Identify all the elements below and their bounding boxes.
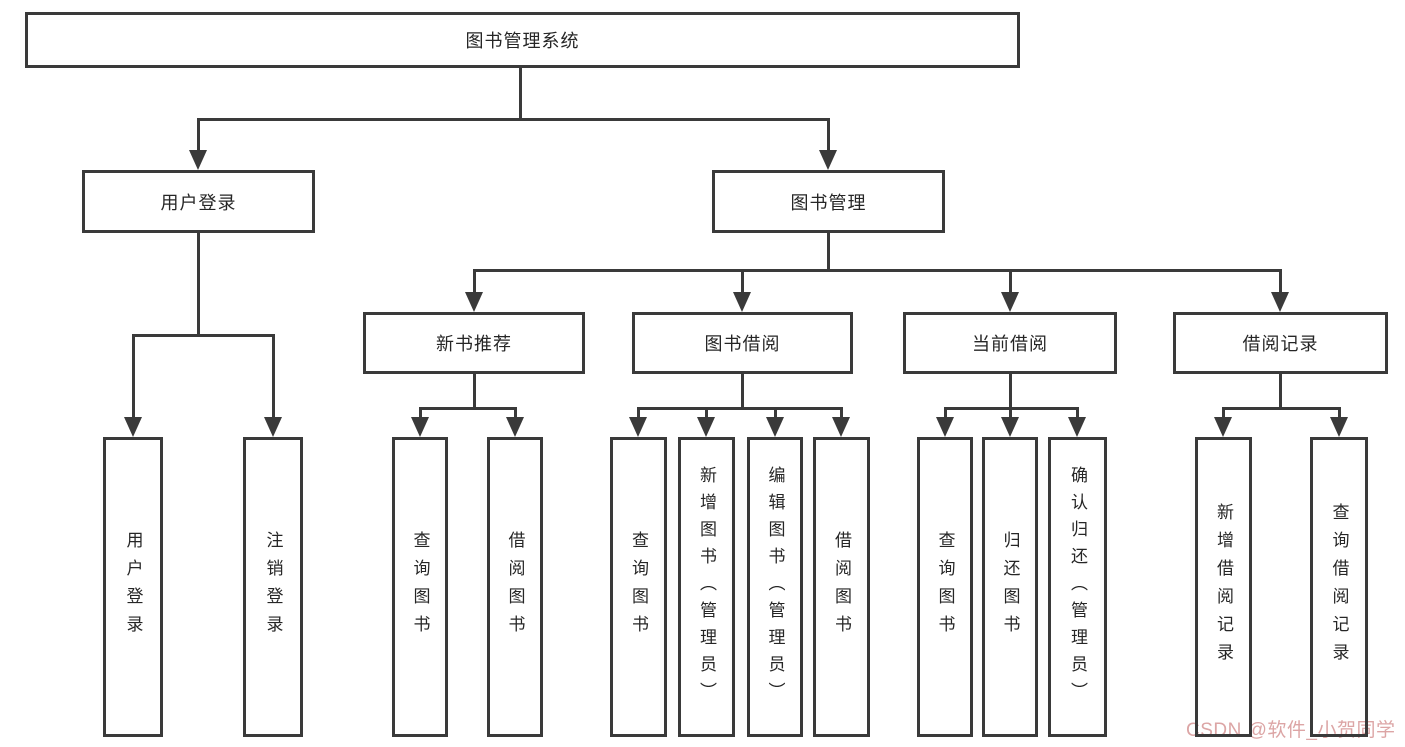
- connector-line: [473, 269, 1281, 272]
- connector-line: [840, 407, 843, 420]
- leaf-label: 查询图书: [935, 531, 955, 643]
- leaf-query-books-current: 查询图书: [917, 437, 973, 737]
- node-label: 借阅记录: [1242, 334, 1319, 354]
- connector-line: [519, 68, 522, 121]
- leaf-label: 借阅图书: [505, 531, 525, 643]
- node-root-library-system: 图书管理系统: [25, 12, 1020, 68]
- connector-line: [197, 231, 200, 337]
- arrow-down-icon: [1001, 292, 1019, 312]
- leaf-label: 查询借阅记录: [1329, 503, 1349, 671]
- leaf-borrow-books: 借阅图书: [813, 437, 870, 737]
- leaf-logout: 注销登录: [243, 437, 303, 737]
- leaf-label: 借阅图书: [832, 531, 851, 643]
- leaf-query-books-recommend: 查询图书: [392, 437, 448, 737]
- connector-line: [132, 334, 135, 419]
- connector-line: [1009, 407, 1012, 420]
- connector-line: [473, 269, 476, 295]
- node-label: 图书管理: [790, 192, 867, 213]
- connector-line: [197, 118, 830, 121]
- arrow-down-icon: [465, 292, 483, 312]
- node-label: 图书管理系统: [465, 31, 580, 51]
- node-label: 图书借阅: [704, 334, 781, 354]
- node-book-management: 图书管理: [712, 170, 945, 233]
- arrow-down-icon: [629, 417, 647, 437]
- arrow-down-icon: [766, 417, 784, 437]
- arrow-down-icon: [264, 417, 282, 437]
- node-current-borrow: 当前借阅: [903, 312, 1117, 374]
- node-label: 新书推荐: [436, 334, 512, 354]
- leaf-label: 查询图书: [410, 531, 430, 643]
- arrow-down-icon: [832, 417, 850, 437]
- connector-line: [1222, 407, 1225, 420]
- arrow-down-icon: [1001, 417, 1019, 437]
- node-new-book-recommend: 新书推荐: [363, 312, 585, 374]
- csdn-watermark: CSDN @软件_小贺同学: [1186, 720, 1396, 741]
- leaf-label: 注销登录: [263, 531, 283, 643]
- node-label: 当前借阅: [972, 334, 1048, 354]
- arrow-down-icon: [506, 417, 524, 437]
- arrow-down-icon: [411, 417, 429, 437]
- arrow-down-icon: [124, 417, 142, 437]
- node-label: 用户登录: [160, 192, 237, 213]
- arrow-down-icon: [697, 417, 715, 437]
- leaf-label: 新增图书（管理员）: [697, 465, 716, 709]
- connector-line: [1279, 372, 1282, 410]
- connector-line: [1076, 407, 1079, 420]
- node-borrow-records: 借阅记录: [1173, 312, 1388, 374]
- leaf-query-books-borrow: 查询图书: [610, 437, 667, 737]
- connector-line: [637, 407, 843, 410]
- leaf-query-borrow-record: 查询借阅记录: [1310, 437, 1368, 737]
- connector-line: [272, 334, 275, 419]
- arrow-down-icon: [936, 417, 954, 437]
- leaf-add-borrow-record: 新增借阅记录: [1195, 437, 1252, 737]
- arrow-down-icon: [1271, 292, 1289, 312]
- leaf-label: 用户登录: [123, 531, 143, 643]
- leaf-edit-books-admin: 编辑图书（管理员）: [747, 437, 803, 737]
- arrow-down-icon: [1214, 417, 1232, 437]
- connector-line: [637, 407, 640, 420]
- node-user-login: 用户登录: [82, 170, 315, 233]
- node-book-borrow: 图书借阅: [632, 312, 853, 374]
- connector-line: [827, 118, 830, 152]
- connector-line: [741, 269, 744, 295]
- arrow-down-icon: [733, 292, 751, 312]
- leaf-return-books: 归还图书: [982, 437, 1038, 737]
- connector-line: [419, 407, 517, 410]
- leaf-label: 归还图书: [1000, 531, 1020, 643]
- connector-line: [473, 372, 476, 410]
- connector-line: [1009, 372, 1012, 410]
- connector-line: [1009, 269, 1012, 295]
- connector-line: [1279, 269, 1282, 295]
- arrow-down-icon: [1330, 417, 1348, 437]
- connector-line: [419, 407, 422, 420]
- leaf-label: 查询图书: [629, 531, 648, 643]
- connector-line: [132, 334, 275, 337]
- leaf-add-books-admin: 新增图书（管理员）: [678, 437, 735, 737]
- leaf-confirm-return-admin: 确认归还（管理员）: [1048, 437, 1107, 737]
- connector-line: [514, 407, 517, 420]
- connector-line: [197, 118, 200, 152]
- connector-line: [944, 407, 947, 420]
- connector-line: [774, 407, 777, 420]
- leaf-label: 新增借阅记录: [1214, 503, 1233, 671]
- leaf-borrow-books-recommend: 借阅图书: [487, 437, 543, 737]
- arrow-down-icon: [189, 150, 207, 170]
- connector-line: [827, 231, 830, 272]
- connector-line: [1338, 407, 1341, 420]
- leaf-label: 确认归还（管理员）: [1068, 465, 1087, 709]
- connector-line: [741, 372, 744, 410]
- connector-line: [1222, 407, 1341, 410]
- leaf-user-login: 用户登录: [103, 437, 163, 737]
- arrow-down-icon: [1068, 417, 1086, 437]
- leaf-label: 编辑图书（管理员）: [765, 465, 785, 709]
- connector-line: [705, 407, 708, 420]
- arrow-down-icon: [819, 150, 837, 170]
